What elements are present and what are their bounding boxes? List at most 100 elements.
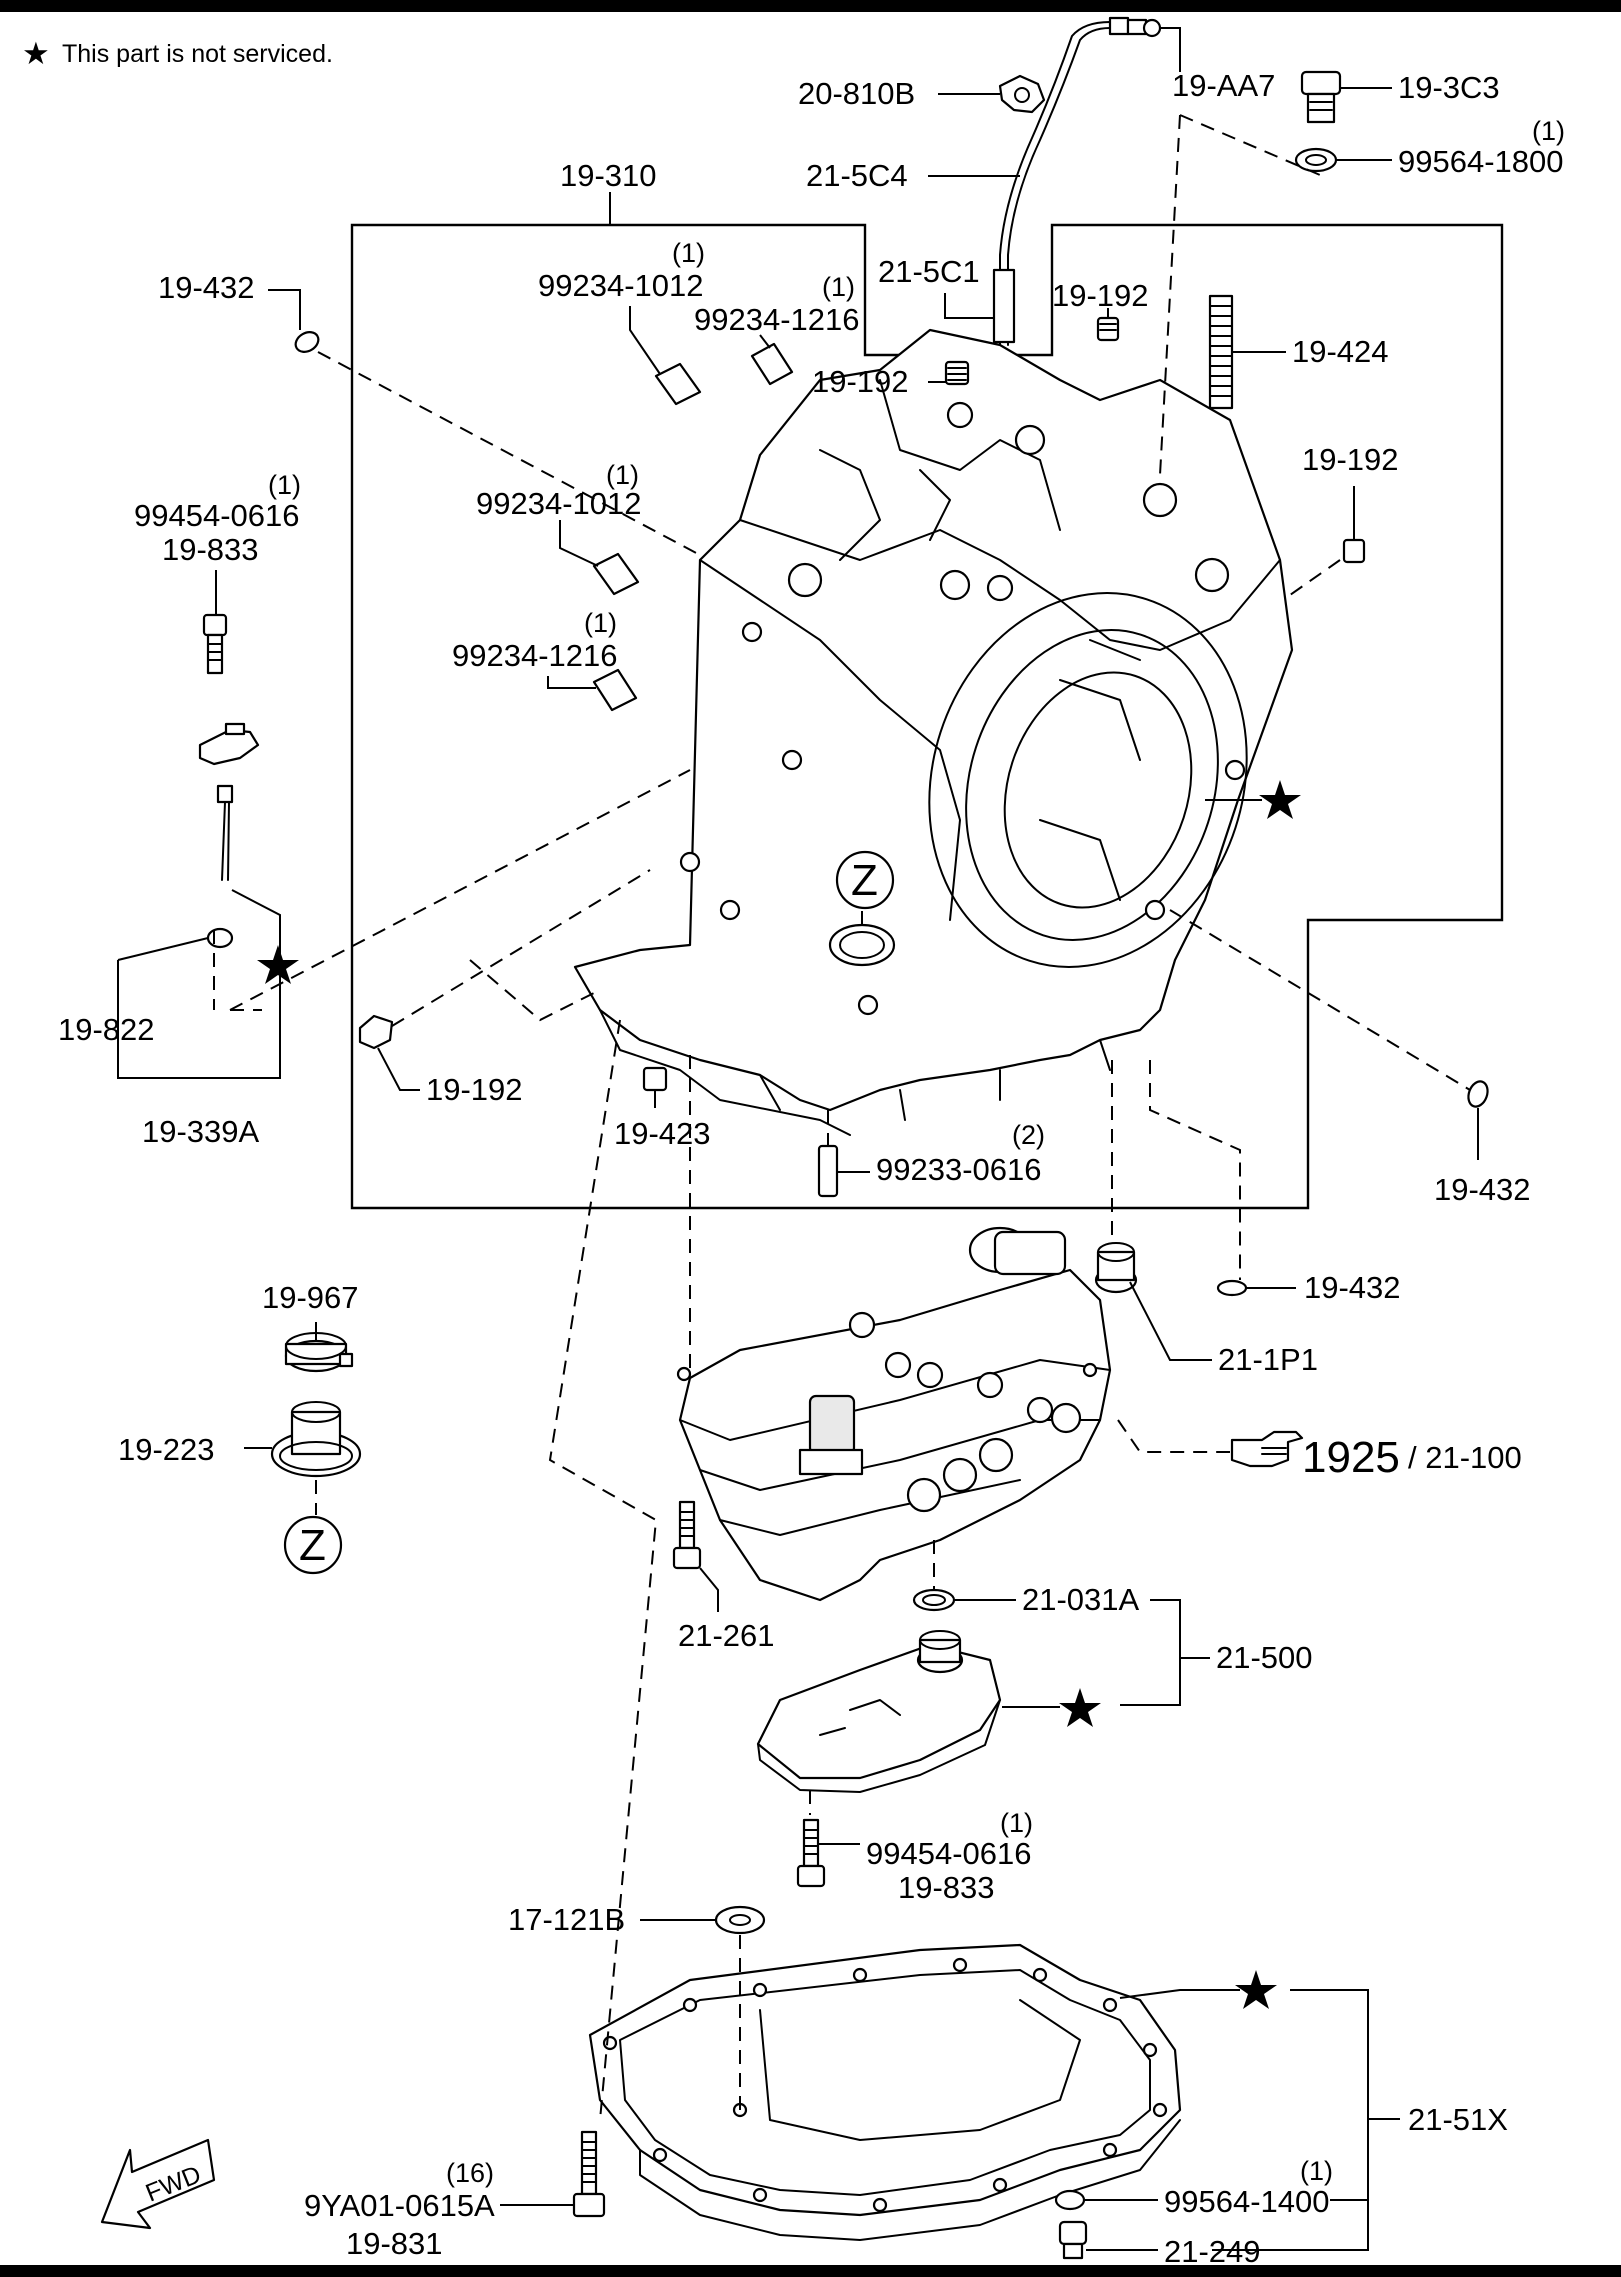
label-19-310: 19-310 — [560, 158, 657, 193]
label-19-423: 19-423 — [614, 1116, 711, 1151]
label-21-1P1: 21-1P1 — [1218, 1342, 1318, 1377]
breather-19-192-d — [358, 1014, 394, 1050]
star-icon — [1059, 1688, 1101, 1727]
label-21-51X: 21-51X — [1408, 2102, 1508, 2137]
label-99454-0616-a: 99454-0616 — [134, 498, 300, 533]
leader-99234-1216-b — [547, 676, 596, 689]
oil-pan — [588, 1943, 1182, 2241]
breather-19-192-c — [1342, 538, 1366, 564]
label-21-500: 21-500 — [1216, 1640, 1313, 1675]
leader-21-5C1 — [944, 293, 994, 319]
qty-99454-0616-b: (1) — [1000, 1808, 1033, 1838]
label-19-192-c: 19-192 — [1302, 442, 1399, 477]
zone-z-callout-2 — [283, 1515, 343, 1575]
drain-plug-19-3C3 — [1300, 70, 1342, 124]
label-99234-1216-b: 99234-1216 — [452, 638, 618, 673]
washer-17-121B — [714, 1905, 766, 1935]
oil-strainer — [756, 1630, 1002, 1793]
label-19-192-a: 19-192 — [812, 364, 909, 399]
oring-19-432-a — [294, 331, 320, 353]
connector-21-1P1 — [1094, 1242, 1138, 1294]
gasket-99564-1800 — [1294, 147, 1338, 173]
leader-19-432-a — [268, 289, 301, 330]
star-icon — [1259, 780, 1301, 819]
label-19-833-a: 19-833 — [162, 532, 259, 567]
label-21-5C4: 21-5C4 — [806, 158, 908, 193]
dowel-99234-1012-a — [654, 362, 702, 406]
label-19-424: 19-424 — [1292, 334, 1389, 369]
qty-99564-1400: (1) — [1300, 2156, 1333, 2186]
align-line-d — [213, 930, 262, 1011]
zone-z-label: Z — [851, 856, 878, 905]
label-19-967: 19-967 — [262, 1280, 359, 1315]
leader-19-192-d — [377, 1047, 420, 1091]
case-group-frame — [350, 223, 1504, 1210]
align-line-h — [1169, 909, 1471, 1091]
align-line-c — [1289, 559, 1341, 596]
breather-19-192-b — [1096, 316, 1120, 342]
label-19-432-b: 19-432 — [1434, 1172, 1531, 1207]
align-line-b — [1159, 114, 1321, 476]
top-border-bar — [0, 0, 1621, 12]
qty-99454-0616-a: (1) — [268, 470, 301, 500]
zone-z-callout — [835, 850, 895, 910]
align-line-f — [391, 869, 651, 1027]
bottom-border-bar — [0, 2265, 1621, 2277]
label-99234-1012-b: 99234-1012 — [476, 486, 642, 521]
breather-19-192-a — [944, 360, 970, 386]
seal-19-223 — [270, 1401, 362, 1478]
gasket-99564-1400 — [1054, 2189, 1086, 2211]
clip-20-810B — [998, 74, 1046, 114]
leader-21-261 — [699, 1567, 719, 1612]
label-21-261: 21-261 — [678, 1618, 775, 1653]
dipstick-assembly-19-339A — [198, 613, 260, 949]
control-valve-body — [676, 1226, 1112, 1602]
label-19-831: 19-831 — [346, 2226, 443, 2261]
label-21-249: 21-249 — [1164, 2234, 1261, 2269]
label-20-810B: 20-810B — [798, 76, 915, 111]
label-19-432-a: 19-432 — [158, 270, 255, 305]
leader-99234-1216-a — [759, 334, 771, 349]
label-19-432-c: 19-432 — [1304, 1270, 1401, 1305]
label-99234-1012-a: 99234-1012 — [538, 268, 704, 303]
align-line-j — [548, 1019, 658, 2121]
stud-19-424 — [1208, 294, 1234, 410]
qty-99234-1216-b: (1) — [584, 608, 617, 638]
align-line-e — [229, 769, 691, 1011]
plug-19-423 — [642, 1066, 668, 1092]
label-9YA01-0615A: 9YA01-0615A — [304, 2188, 495, 2223]
clamp-19-967 — [284, 1332, 354, 1373]
label-21-100: / 21-100 — [1408, 1440, 1522, 1475]
transmission-case — [573, 328, 1294, 1136]
qty-99564-1800: (1) — [1532, 116, 1565, 146]
oring-19-432-c — [1216, 1279, 1248, 1297]
label-19-AA7: 19-AA7 — [1172, 68, 1275, 103]
note-text: This part is not serviced. — [62, 40, 333, 68]
bolt-19-831 — [572, 2130, 606, 2218]
qty-99234-1012-a: (1) — [672, 238, 705, 268]
label-17-121B: 17-121B — [508, 1902, 625, 1937]
qty-99234-1216-a: (1) — [822, 272, 855, 302]
label-21-5C1: 21-5C1 — [878, 254, 980, 289]
align-line-a — [317, 351, 701, 556]
zone-z-label-2: Z — [299, 1521, 326, 1570]
oring-19-432-b — [1467, 1080, 1489, 1108]
label-99454-0616-b: 99454-0616 — [866, 1836, 1032, 1871]
label-99564-1400: 99564-1400 — [1164, 2184, 1330, 2219]
label-99234-1216-a: 99234-1216 — [694, 302, 860, 337]
label-19-339A: 19-339A — [142, 1114, 260, 1149]
leader-21-51X — [1119, 1989, 1400, 2251]
star-icon — [1235, 1970, 1277, 2009]
bolt-19-833-b — [796, 1818, 826, 1888]
note-star-icon: ★ — [22, 36, 50, 71]
leader-21-500 — [1120, 1599, 1210, 1706]
label-19-3C3: 19-3C3 — [1398, 70, 1500, 105]
oring-21-031A — [912, 1588, 956, 1612]
leader-19-339A — [117, 889, 281, 1079]
label-19-223: 19-223 — [118, 1432, 215, 1467]
dowel-99234-1012-b — [592, 552, 640, 596]
leader-99234-1012-a — [629, 306, 661, 375]
bolt-21-261 — [672, 1500, 702, 1570]
label-99564-1800: 99564-1800 — [1398, 144, 1564, 179]
qty-99234-1012-b: (1) — [606, 460, 639, 490]
